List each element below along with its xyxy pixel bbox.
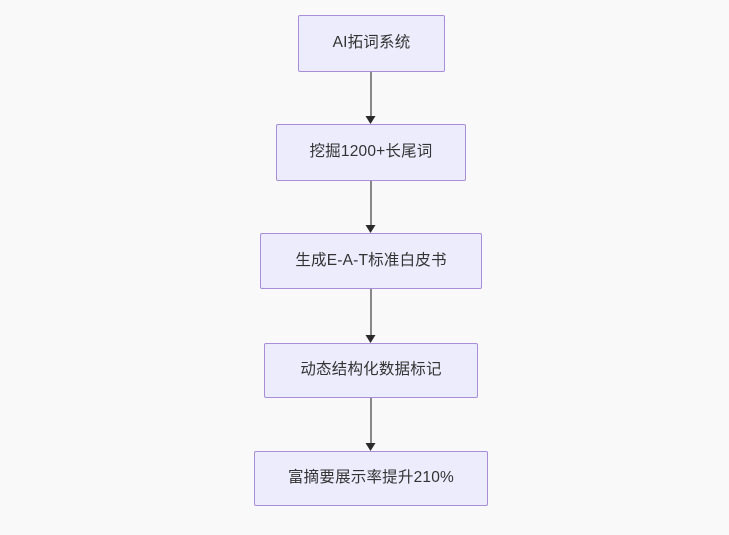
- flow-node-label: 动态结构化数据标记: [300, 361, 442, 379]
- flow-node-label: 富摘要展示率提升210%: [287, 469, 455, 487]
- flow-node-longtail-mining[interactable]: 挖掘1200+长尾词: [276, 124, 466, 181]
- arrow-head-icon: [365, 335, 376, 343]
- edge-line: [370, 181, 372, 226]
- flow-node-eat-whitepaper[interactable]: 生成E-A-T标准白皮书: [260, 233, 482, 289]
- edge-line: [370, 398, 372, 444]
- arrow-head-icon: [365, 116, 376, 124]
- flow-node-label: 生成E-A-T标准白皮书: [295, 251, 447, 269]
- arrow-head-icon: [365, 225, 376, 233]
- flow-node-rich-snippet-uplift[interactable]: 富摘要展示率提升210%: [254, 451, 488, 506]
- flow-node-label: 挖掘1200+长尾词: [309, 143, 433, 161]
- flow-node-ai-keyword-system[interactable]: AI拓词系统: [298, 15, 445, 72]
- flow-node-label: AI拓词系统: [332, 34, 411, 52]
- flow-node-structured-data-markup[interactable]: 动态结构化数据标记: [264, 343, 478, 398]
- edge-line: [370, 72, 372, 117]
- edge-line: [370, 289, 372, 336]
- arrow-head-icon: [365, 443, 376, 451]
